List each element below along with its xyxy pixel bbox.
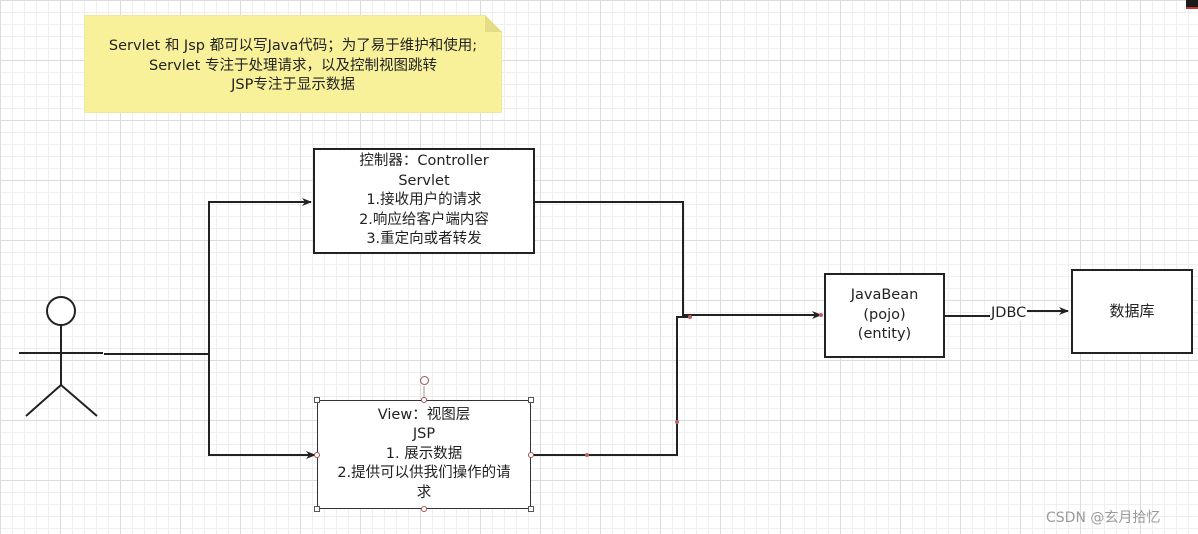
controller-line-1: 控制器：Controller: [359, 153, 489, 170]
javabean-line-3: (entity): [857, 326, 912, 343]
actor-to-view-arrow: [208, 354, 316, 459]
resize-handle-top-right[interactable]: [528, 397, 534, 403]
view-line-4: 2.提供可以供我们操作的请: [337, 465, 511, 482]
view-to-javabean-connector: [531, 316, 690, 456]
javabean-box[interactable]: JavaBean (pojo) (entity): [824, 273, 945, 358]
connection-dot: [675, 420, 679, 424]
controller-to-javabean-arrow: [535, 201, 822, 319]
view-line-2: JSP: [412, 426, 436, 443]
note-line-2: Servlet 专注于处理请求，以及控制视图跳转: [149, 57, 437, 74]
actor-head: [46, 296, 76, 326]
controller-line-5: 3.重定向或者转发: [366, 231, 482, 248]
resize-handle-left[interactable]: [314, 452, 320, 458]
resize-handle-bottom[interactable]: [421, 506, 427, 512]
note-line-3: JSP专注于显示数据: [231, 77, 355, 93]
controller-line-4: 2.响应给客户端内容: [359, 211, 489, 228]
sticky-note[interactable]: [84, 15, 502, 113]
resize-handle-top[interactable]: [421, 397, 427, 403]
user-actor-icon: [19, 296, 103, 417]
connection-dot: [819, 313, 823, 317]
resize-handle-right[interactable]: [528, 452, 534, 458]
controller-box[interactable]: 控制器：Controller Servlet 1.接收用户的请求 2.响应给客户…: [313, 148, 535, 254]
actor-to-controller-arrow: [104, 198, 312, 355]
actor-left-leg: [25, 384, 62, 417]
rotate-handle[interactable]: [420, 376, 429, 385]
javabean-line-1: JavaBean: [850, 287, 919, 304]
resize-handle-bottom-right[interactable]: [528, 506, 534, 512]
view-box[interactable]: View：视图层 JSP 1. 展示数据 2.提供可以供我们操作的请 求: [317, 400, 531, 509]
jdbc-label[interactable]: JDBC: [990, 305, 1028, 321]
note-line-1: Servlet 和 Jsp 都可以写Java代码；为了易于维护和使用;: [108, 38, 478, 54]
connection-dot: [585, 453, 589, 457]
actor-right-leg: [60, 384, 98, 417]
javabean-line-2: (pojo): [863, 306, 906, 323]
window-corner-marker: [1186, 0, 1198, 9]
view-line-5: 求: [416, 484, 432, 501]
database-label: 数据库: [1109, 301, 1155, 320]
database-box[interactable]: 数据库: [1071, 269, 1193, 354]
resize-handle-top-left[interactable]: [314, 397, 320, 403]
sticky-note-text: Servlet 和 Jsp 都可以写Java代码；为了易于维护和使用; Serv…: [84, 37, 502, 96]
controller-line-2: Servlet: [398, 172, 450, 189]
watermark: CSDN @玄月拾忆: [1046, 510, 1161, 526]
view-line-1: View：视图层: [377, 406, 471, 423]
connection-dot: [688, 315, 692, 319]
resize-handle-bottom-left[interactable]: [314, 506, 320, 512]
controller-line-3: 1.接收用户的请求: [366, 192, 482, 209]
view-line-3: 1. 展示数据: [385, 445, 463, 462]
